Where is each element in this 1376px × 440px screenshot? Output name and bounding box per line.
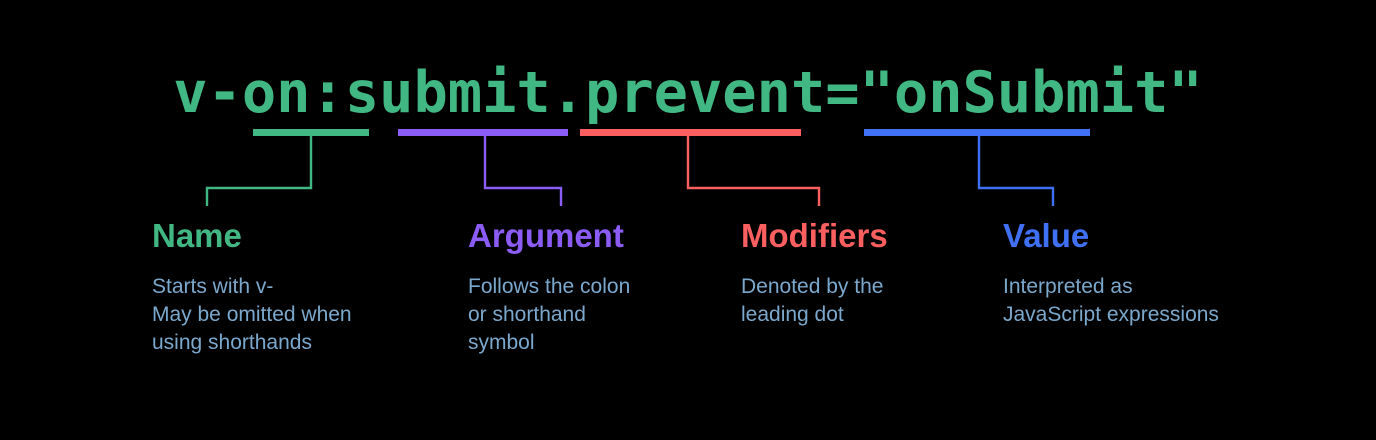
connector-argument xyxy=(398,129,568,206)
underline-bar-name xyxy=(253,129,369,136)
legend-title-argument: Argument xyxy=(468,217,624,254)
leader-line-name xyxy=(205,136,313,206)
underline-bar-modifiers xyxy=(580,129,801,136)
legend-title-value: Value xyxy=(1003,217,1090,254)
legend-column-value: Value Interpreted as JavaScript expressi… xyxy=(1003,216,1313,329)
legend-column-argument: Argument Follows the colon or shorthand … xyxy=(468,216,718,357)
legend-column-name: Name Starts with v- May be omitted when … xyxy=(152,216,452,357)
legend-description-value: Interpreted as JavaScript expressions xyxy=(1003,275,1219,326)
connector-modifiers xyxy=(580,129,821,206)
legend-title-name: Name xyxy=(152,217,242,254)
code-expression: v-on:submit.prevent="onSubmit" xyxy=(173,60,1203,126)
legend-description-modifiers: Denoted by the leading dot xyxy=(741,275,884,326)
legend-description-name: Starts with v- May be omitted when using… xyxy=(152,275,352,354)
legend-column-modifiers: Modifiers Denoted by the leading dot xyxy=(741,216,981,329)
leader-line-modifiers xyxy=(686,136,821,206)
underline-bar-value xyxy=(864,129,1090,136)
connector-value xyxy=(864,129,1090,206)
connector-name xyxy=(205,129,369,206)
underline-bar-argument xyxy=(398,129,568,136)
leader-line-argument xyxy=(483,136,563,206)
leader-line-value xyxy=(977,136,1055,206)
legend-description-argument: Follows the colon or shorthand symbol xyxy=(468,275,631,354)
legend-title-modifiers: Modifiers xyxy=(741,217,888,254)
